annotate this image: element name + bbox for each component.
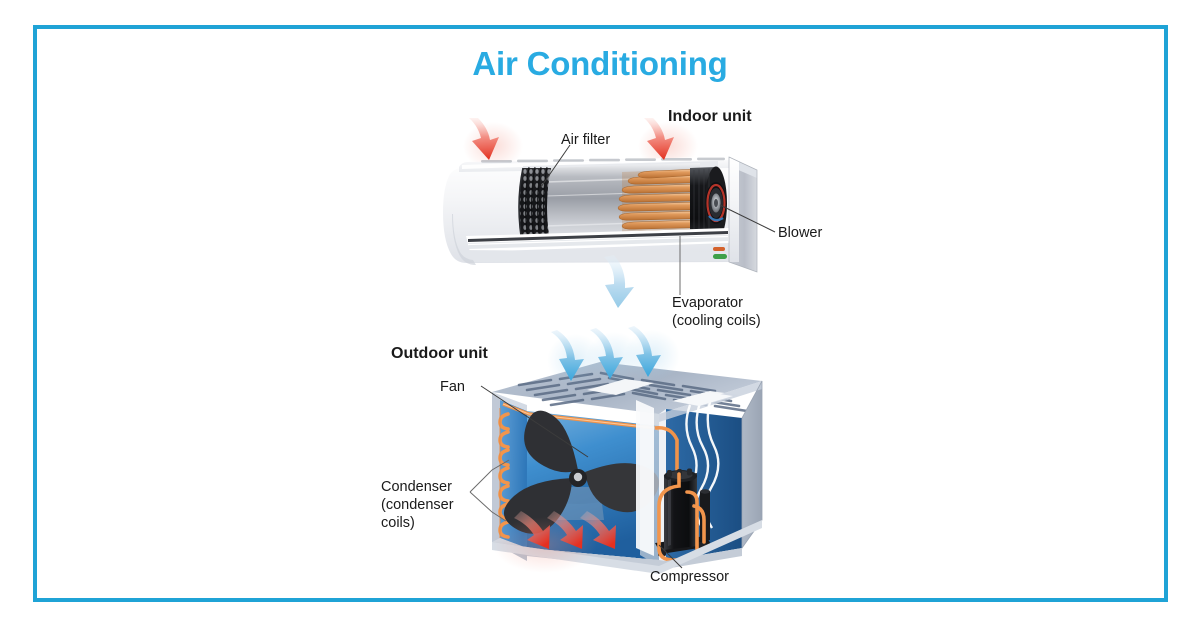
label-blower: Blower: [778, 225, 823, 241]
label-compressor: Compressor: [650, 569, 729, 585]
label-condenser-line3: coils): [381, 515, 415, 531]
label-condenser-line2: (condenser: [381, 497, 454, 513]
label-indoor-unit: Indoor unit: [668, 108, 752, 125]
label-evaporator-line1: Evaporator: [672, 295, 743, 311]
page-title: Air Conditioning: [472, 45, 728, 82]
label-air-filter: Air filter: [561, 132, 611, 148]
label-outdoor-unit: Outdoor unit: [391, 345, 488, 362]
label-fan: Fan: [440, 379, 465, 395]
label-condenser-line1: Condenser: [381, 479, 452, 495]
frame-border: [33, 25, 1168, 602]
label-evaporator-line2: (cooling coils): [672, 313, 761, 329]
